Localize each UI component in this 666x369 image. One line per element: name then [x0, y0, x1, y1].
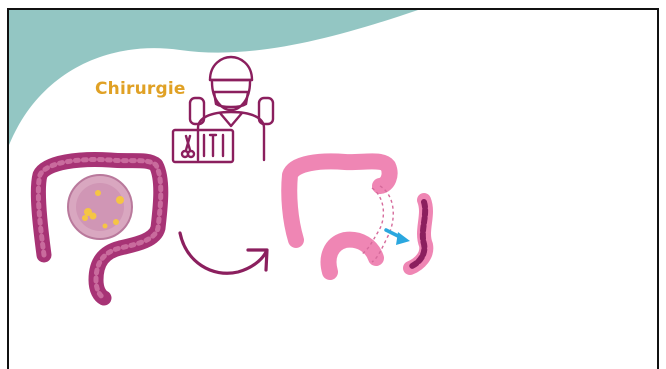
curved-arrow-icon [180, 233, 267, 273]
surgeon-icon [173, 57, 273, 162]
removed-segment-icon [410, 200, 426, 268]
resected-colon-icon [289, 161, 393, 272]
teal-wave-shape [9, 10, 418, 145]
colon-with-tumor-icon [38, 160, 160, 298]
chirurgie-label: Chirurgie [95, 79, 186, 99]
blue-arrow-icon [386, 230, 410, 245]
